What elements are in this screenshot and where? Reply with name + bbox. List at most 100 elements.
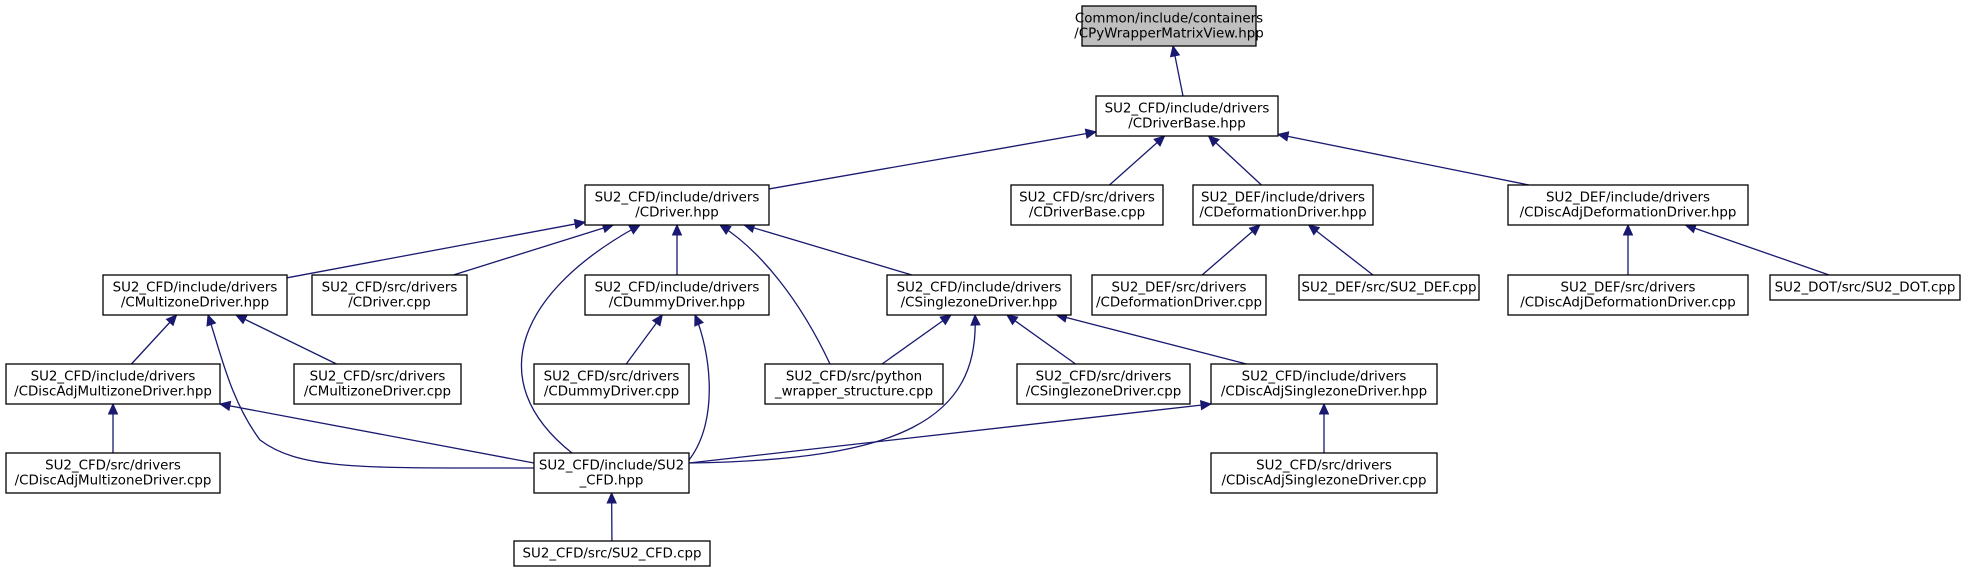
node-driver-hpp[interactable]: SU2_CFD/include/drivers/CDriver.hpp bbox=[584, 184, 770, 226]
node-driverbase-cpp[interactable]: SU2_CFD/src/drivers/CDriverBase.cpp bbox=[1010, 184, 1164, 226]
edges-layer bbox=[107, 44, 1830, 542]
edge-su2cfd_hpp-to-dummy_hpp bbox=[688, 313, 710, 461]
node-box bbox=[1210, 363, 1438, 405]
node-label-line: /CDiscAdjDeformationDriver.hpp bbox=[1520, 206, 1737, 221]
node-label-line: /CSinglezoneDriver.cpp bbox=[1026, 385, 1182, 400]
node-label-line: /CDiscAdjSinglezoneDriver.cpp bbox=[1221, 474, 1426, 489]
node-su2def-cpp[interactable]: SU2_DEF/src/SU2_DEF.cpp bbox=[1298, 274, 1480, 301]
node-label-line: /CDummyDriver.cpp bbox=[544, 385, 679, 400]
node-label-line: SU2_CFD/src/drivers bbox=[544, 370, 680, 385]
node-label-line: SU2_CFD/include/drivers bbox=[897, 281, 1062, 296]
node-multizone-cpp[interactable]: SU2_CFD/src/drivers/CMultizoneDriver.cpp bbox=[293, 363, 462, 405]
node-discadjdeform-cpp[interactable]: SU2_DEF/src/drivers/CDiscAdjDeformationD… bbox=[1507, 274, 1749, 316]
node-driver-cpp[interactable]: SU2_CFD/src/drivers/CDriver.cpp bbox=[311, 274, 468, 316]
node-label-line: /CDeformationDriver.hpp bbox=[1199, 206, 1366, 221]
edge-driver_cpp-to-driver_hpp bbox=[453, 223, 615, 276]
edge-dummy_hpp-to-driver_hpp bbox=[671, 223, 683, 275]
node-deformation-cpp[interactable]: SU2_DEF/src/drivers/CDeformationDriver.c… bbox=[1091, 274, 1267, 316]
node-box bbox=[533, 363, 690, 405]
node-label-line: SU2_CFD/src/SU2_CFD.cpp bbox=[523, 547, 702, 562]
node-su2cfd-hpp[interactable]: SU2_CFD/include/SU2_CFD.hpp bbox=[533, 452, 690, 494]
edge-su2cfd_hpp-to-multizone_hpp bbox=[206, 313, 535, 469]
node-box bbox=[5, 452, 221, 494]
node-box bbox=[102, 274, 288, 316]
node-dummy-hpp[interactable]: SU2_CFD/include/drivers/CDummyDriver.hpp bbox=[584, 274, 770, 316]
edge-su2cfd_hpp-to-singlezone_hpp bbox=[688, 313, 981, 464]
edge-python_cpp-to-driver_hpp bbox=[718, 224, 831, 365]
node-label-line: /CPyWrapperMatrixView.hpp bbox=[1074, 27, 1263, 42]
node-label-line: /CDriver.cpp bbox=[348, 296, 430, 311]
node-label-line: SU2_CFD/src/drivers bbox=[45, 459, 181, 474]
node-label-line: SU2_CFD/src/python bbox=[786, 370, 922, 385]
node-box bbox=[584, 274, 770, 316]
node-box bbox=[293, 363, 462, 405]
node-root[interactable]: Common/include/containers/CPyWrapperMatr… bbox=[1074, 5, 1264, 47]
node-su2cfd-cpp[interactable]: SU2_CFD/src/SU2_CFD.cpp bbox=[513, 540, 711, 567]
edge-multizone_cpp-to-multizone_hpp bbox=[234, 314, 337, 365]
node-box bbox=[1507, 274, 1749, 316]
node-label-line: /CDriver.hpp bbox=[635, 206, 719, 221]
node-label-line: SU2_DEF/src/drivers bbox=[1112, 281, 1247, 296]
node-label-line: /CDiscAdjSinglezoneDriver.hpp bbox=[1221, 385, 1427, 400]
node-label-line: SU2_DEF/src/SU2_DEF.cpp bbox=[1301, 281, 1476, 296]
node-discadjsingle-cpp[interactable]: SU2_CFD/src/drivers/CDiscAdjSinglezoneDr… bbox=[1210, 452, 1438, 494]
node-label-line: /CDiscAdjMultizoneDriver.cpp bbox=[15, 474, 212, 489]
edge-driverbase_hpp-to-root bbox=[1169, 44, 1184, 97]
node-label-line: /CDriverBase.hpp bbox=[1128, 117, 1245, 132]
node-discadjmulti-hpp[interactable]: SU2_CFD/include/drivers/CDiscAdjMultizon… bbox=[5, 363, 221, 405]
node-box bbox=[1192, 184, 1374, 226]
node-label-line: SU2_CFD/include/SU2 bbox=[539, 459, 684, 474]
node-su2dot-cpp[interactable]: SU2_DOT/src/SU2_DOT.cpp bbox=[1769, 274, 1961, 301]
node-label-line: SU2_CFD/include/drivers bbox=[1242, 370, 1407, 385]
node-box bbox=[1091, 274, 1267, 316]
edge-singlezone_hpp-to-driver_hpp bbox=[742, 222, 913, 276]
node-label-line: SU2_CFD/include/drivers bbox=[1105, 102, 1270, 117]
node-label-line: /CDriverBase.cpp bbox=[1029, 206, 1145, 221]
node-label-line: SU2_CFD/src/drivers bbox=[1256, 459, 1392, 474]
node-box bbox=[513, 540, 711, 567]
edge-discadjmulti_hpp-to-multizone_hpp bbox=[130, 314, 178, 365]
node-label-line: SU2_CFD/src/drivers bbox=[1019, 191, 1155, 206]
node-discadjmulti-cpp[interactable]: SU2_CFD/src/drivers/CDiscAdjMultizoneDri… bbox=[5, 452, 221, 494]
node-box bbox=[1016, 363, 1191, 405]
edge-multizone_hpp-to-driver_hpp bbox=[286, 218, 587, 279]
edge-discadjdeform_hpp-to-driverbase_hpp bbox=[1276, 131, 1530, 186]
edge-singlezone_cpp-to-singlezone_hpp bbox=[1005, 314, 1076, 365]
node-label-line: SU2_CFD/include/drivers bbox=[113, 281, 278, 296]
edge-driver_hpp-to-driverbase_hpp bbox=[768, 128, 1098, 190]
node-box bbox=[886, 274, 1072, 316]
node-singlezone-hpp[interactable]: SU2_CFD/include/drivers/CSinglezoneDrive… bbox=[886, 274, 1072, 316]
node-box bbox=[1298, 274, 1480, 301]
edge-su2cfd_hpp-to-discadjsingle_hpp bbox=[688, 399, 1213, 464]
node-driverbase-hpp[interactable]: SU2_CFD/include/drivers/CDriverBase.hpp bbox=[1095, 95, 1279, 137]
edge-discadjsingle_hpp-to-singlezone_hpp bbox=[1055, 312, 1247, 365]
node-label-line: /CSinglezoneDriver.hpp bbox=[901, 296, 1058, 311]
nodes-layer: Common/include/containers/CPyWrapperMatr… bbox=[5, 5, 1961, 567]
node-label-line: /CDiscAdjDeformationDriver.cpp bbox=[1520, 296, 1736, 311]
node-discadjdeform-hpp[interactable]: SU2_DEF/include/drivers/CDiscAdjDeformat… bbox=[1507, 184, 1749, 226]
node-label-line: _wrapper_structure.cpp bbox=[774, 385, 933, 400]
node-box bbox=[764, 363, 944, 405]
node-label-line: SU2_CFD/include/drivers bbox=[595, 281, 760, 296]
node-label-line: SU2_DEF/include/drivers bbox=[1201, 191, 1365, 206]
edge-python_cpp-to-singlezone_hpp bbox=[881, 314, 952, 365]
node-box bbox=[311, 274, 468, 316]
node-label-line: SU2_DEF/src/drivers bbox=[1561, 281, 1696, 296]
edge-discadjsingle_cpp-to-discadjsingle_hpp bbox=[1318, 402, 1330, 453]
edge-deformation_hpp-to-driverbase_hpp bbox=[1207, 135, 1262, 186]
node-label-line: SU2_CFD/src/drivers bbox=[322, 281, 458, 296]
node-box bbox=[1769, 274, 1961, 301]
node-label-line: Common/include/containers bbox=[1075, 12, 1263, 27]
node-multizone-hpp[interactable]: SU2_CFD/include/drivers/CMultizoneDriver… bbox=[102, 274, 288, 316]
node-deformation-hpp[interactable]: SU2_DEF/include/drivers/CDeformationDriv… bbox=[1192, 184, 1374, 226]
node-singlezone-cpp[interactable]: SU2_CFD/src/drivers/CSinglezoneDriver.cp… bbox=[1016, 363, 1191, 405]
edge-su2dot_cpp-to-discadjdeform_hpp bbox=[1684, 223, 1830, 276]
edge-deformation_cpp-to-deformation_hpp bbox=[1201, 224, 1261, 276]
node-python-cpp[interactable]: SU2_CFD/src/python_wrapper_structure.cpp bbox=[764, 363, 944, 405]
edge-driverbase_cpp-to-driverbase_hpp bbox=[1109, 135, 1166, 186]
node-box bbox=[1210, 452, 1438, 494]
node-label-line: SU2_CFD/include/drivers bbox=[595, 191, 760, 206]
node-dummy-cpp[interactable]: SU2_CFD/src/drivers/CDummyDriver.cpp bbox=[533, 363, 690, 405]
node-discadjsingle-hpp[interactable]: SU2_CFD/include/drivers/CDiscAdjSinglezo… bbox=[1210, 363, 1438, 405]
